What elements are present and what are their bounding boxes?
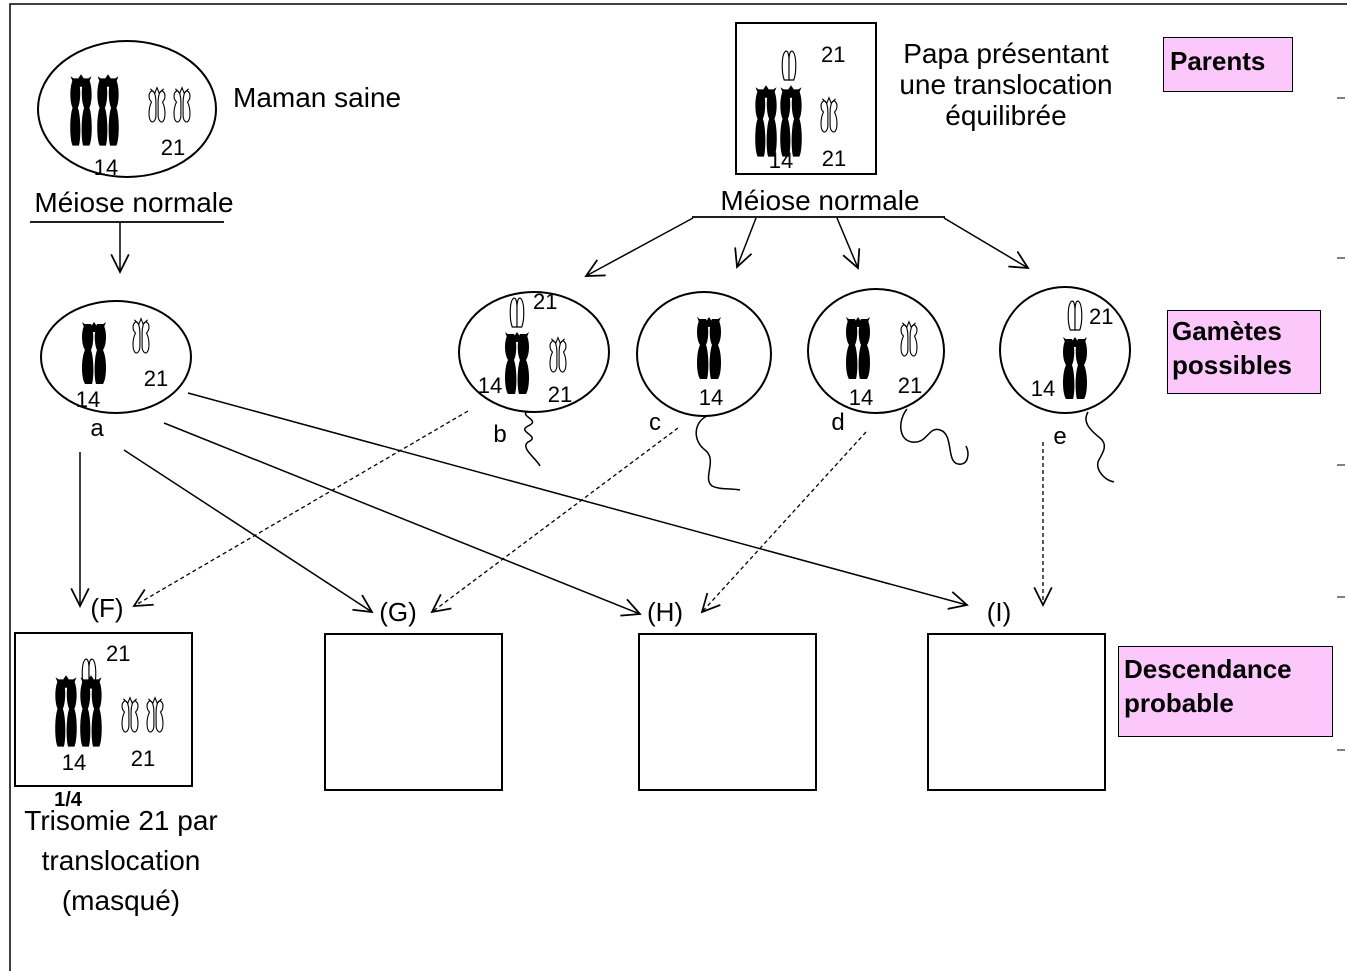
gamete-e-label-21-top: 21 (1089, 304, 1113, 329)
gamete-b-letter: b (493, 421, 506, 448)
father-to-b-arrow (584, 217, 694, 277)
offspring-F-fraction: 1/4 (54, 789, 83, 811)
father-to-e-arrow (943, 217, 1030, 270)
father-label-21: 21 (822, 146, 846, 171)
arrow-c-to-G (430, 427, 679, 614)
mother-label-14: 14 (94, 155, 118, 180)
father-meiosis-label: Méiose normale (720, 185, 919, 216)
gamete-e-letter: e (1053, 423, 1066, 450)
gamete-c-letter: c (649, 409, 661, 436)
offspring-F-label-21-top: 21 (106, 641, 130, 666)
arrow-a-to-I (187, 392, 969, 610)
offspring-F-label-21: 21 (131, 746, 155, 771)
tag-descendance: Descendance probable (1118, 646, 1333, 737)
mother-title: Maman saine (233, 82, 401, 113)
father-title-line3: équilibrée (945, 100, 1066, 131)
offspring-I-label: (I) (987, 597, 1012, 627)
gamete-e-label-14: 14 (1031, 376, 1055, 401)
father-label-14: 14 (769, 148, 793, 173)
gamete-b-label-21-top: 21 (533, 289, 557, 314)
offspring-F-label: (F) (90, 593, 123, 623)
gamete-d-label-21: 21 (898, 373, 922, 398)
arrow-a-to-G (123, 449, 374, 614)
father-to-c-arrow (734, 217, 757, 269)
gamete-c-label-14: 14 (699, 385, 723, 410)
offspring-F-desc-line1: Trisomie 21 par (24, 805, 217, 836)
mother-label-21: 21 (161, 135, 185, 160)
gamete-d: 14 21 d (807, 288, 969, 465)
gamete-b-label-14: 14 (478, 373, 502, 398)
mother-meiosis-label: Méiose normale (34, 187, 233, 218)
offspring-F-label-14: 14 (62, 750, 86, 775)
arrow-a-to-H (163, 422, 642, 617)
offspring-I-box (927, 633, 1106, 791)
page-frame (9, 3, 1347, 971)
gamete-a-label-14: 14 (76, 387, 100, 412)
gamete-d-letter: d (831, 409, 844, 436)
tag-parents: Parents (1163, 37, 1293, 92)
offspring-H-label: (H) (647, 597, 683, 627)
gamete-a-label-21: 21 (144, 366, 168, 391)
father-label-21-top: 21 (821, 42, 845, 67)
gamete-d-label-14: 14 (849, 385, 873, 410)
offspring-F-desc-line2: translocation (42, 845, 201, 876)
offspring-G-label: (G) (379, 597, 417, 627)
father-to-d-arrow (836, 217, 861, 270)
offspring-G-box (324, 633, 503, 791)
father-title-line1: Papa présentant (903, 38, 1109, 69)
gamete-c-tail (695, 415, 741, 491)
mother-cell: 14 21 (37, 40, 217, 180)
gamete-d-tail (900, 408, 969, 465)
gamete-b: 21 14 21 b (458, 289, 610, 467)
offspring-F-karyotype: 21 14 21 (14, 632, 193, 787)
tag-gametes: Gamètes possibles (1167, 310, 1321, 394)
arrow-d-to-H (700, 431, 867, 614)
gamete-c: 14 c (636, 291, 772, 491)
father-title-line2: une translocation (899, 69, 1112, 100)
gamete-e: 21 14 e (999, 286, 1131, 483)
gamete-a: 14 21 a (40, 300, 192, 442)
gamete-b-tail (524, 410, 541, 467)
gamete-a-letter: a (90, 415, 104, 442)
father-karyotype: 21 14 21 (735, 22, 877, 175)
gamete-e-tail (1085, 411, 1115, 483)
offspring-F-desc-line3: (masqué) (62, 885, 180, 916)
right-margin-ticks (1337, 97, 1345, 751)
offspring-H-box (638, 633, 817, 791)
arrow-b-to-F (132, 410, 469, 607)
gamete-b-label-21: 21 (548, 382, 572, 407)
